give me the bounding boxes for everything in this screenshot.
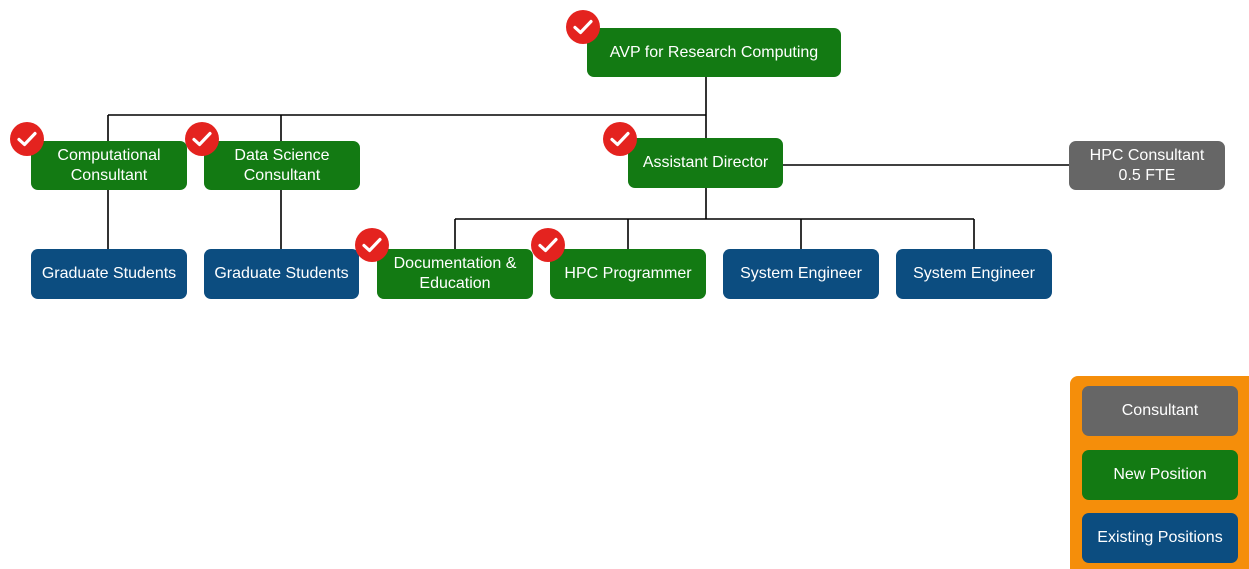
node-documentation-education-line-1: Documentation & [393, 255, 517, 272]
node-system-engineer-1: System Engineer [723, 249, 879, 299]
checkmark-icon [531, 228, 565, 262]
node-computational-consultant-line-2: Consultant [70, 166, 148, 184]
checkmark-icon [355, 228, 389, 262]
node-system-engineer-1-label: System Engineer [740, 265, 862, 282]
node-hpc-consultant-line-2: 0.5 FTE [1118, 166, 1176, 184]
node-system-engineer-2: System Engineer [896, 249, 1052, 299]
node-data-science-consultant-line-2: Consultant [243, 166, 321, 184]
node-graduate-students-2-label: Graduate Students [214, 265, 349, 282]
legend-consultant: Consultant [1082, 386, 1238, 436]
legend: Consultant New Position Existing Positio… [1070, 376, 1249, 569]
node-computational-consultant: Computational Consultant [31, 141, 187, 190]
node-hpc-programmer: HPC Programmer [550, 249, 706, 299]
node-avp: AVP for Research Computing [587, 28, 841, 77]
node-hpc-consultant: HPC Consultant 0.5 FTE [1069, 141, 1225, 190]
node-avp-label: AVP for Research Computing [609, 43, 819, 61]
node-hpc-programmer-label: HPC Programmer [564, 265, 692, 282]
checkmark-icon [185, 122, 219, 156]
node-graduate-students-1-label: Graduate Students [41, 265, 177, 282]
legend-consultant-label: Consultant [1121, 402, 1199, 419]
node-documentation-education-line-2: Education [419, 275, 491, 292]
checkmark-icon [10, 122, 44, 156]
checkmark-icon [603, 122, 637, 156]
node-graduate-students-2: Graduate Students [204, 249, 359, 299]
node-graduate-students-1: Graduate Students [31, 249, 187, 299]
node-assistant-director: Assistant Director [628, 138, 783, 188]
checkmark-icon [566, 10, 600, 44]
legend-new-position-label: New Position [1113, 466, 1207, 483]
node-data-science-consultant-line-1: Data Science [234, 146, 330, 164]
node-system-engineer-2-label: System Engineer [913, 265, 1035, 282]
legend-existing-positions: Existing Positions [1082, 513, 1238, 563]
node-hpc-consultant-line-1: HPC Consultant [1089, 146, 1205, 164]
node-documentation-education: Documentation & Education [377, 249, 533, 299]
legend-existing-positions-label: Existing Positions [1097, 529, 1223, 546]
node-data-science-consultant: Data Science Consultant [204, 141, 360, 190]
node-computational-consultant-line-1: Computational [57, 146, 161, 164]
legend-new-position: New Position [1082, 450, 1238, 500]
node-assistant-director-label: Assistant Director [642, 154, 769, 171]
